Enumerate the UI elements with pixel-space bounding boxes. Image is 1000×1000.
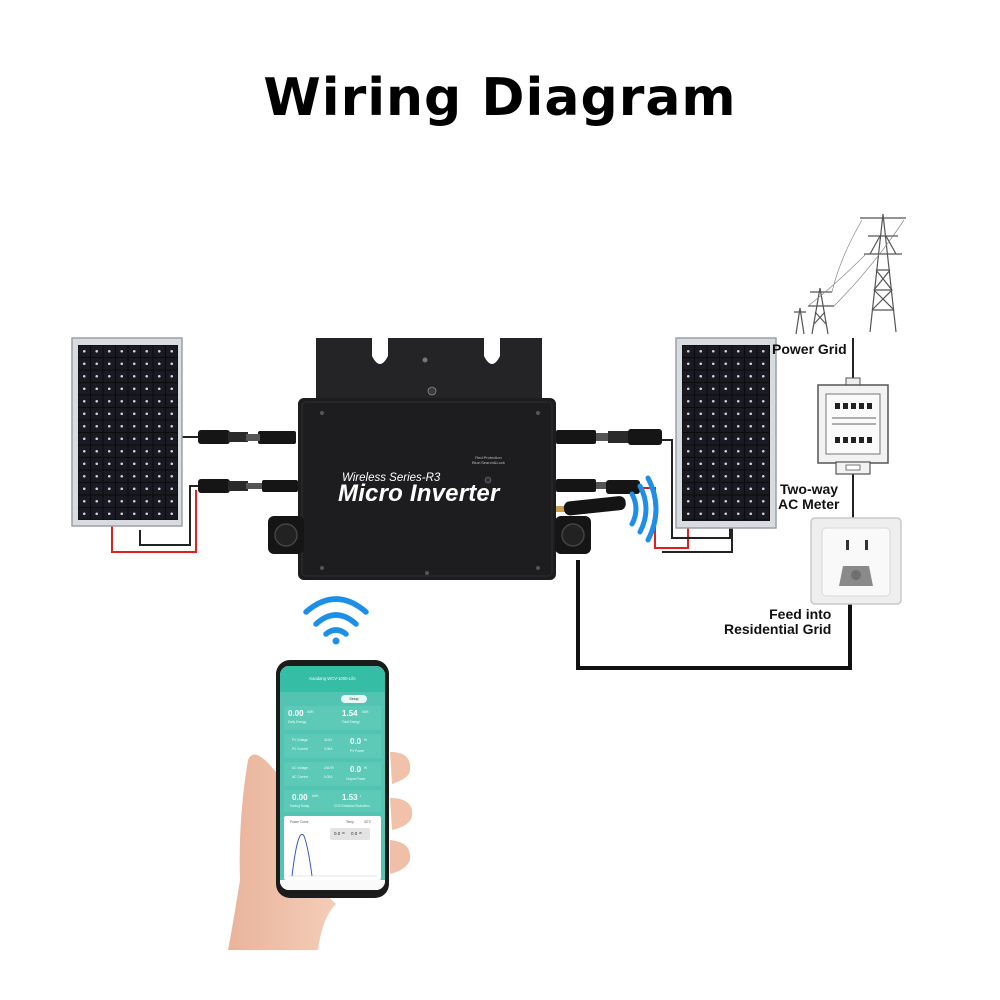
power-tower-icon — [794, 213, 906, 335]
saving-card: 0.00 kWh Saving Today 1.53 t CO2 Emissio… — [284, 790, 381, 812]
app-body: Setup 0.00 kWh Daily Energy 1.54 kWh Tot… — [280, 692, 385, 884]
smartphone-icon: Kandang WCV-1000-Life Setup 0.00 kWh Dai… — [276, 660, 389, 898]
electric-meter-icon — [817, 377, 889, 475]
pv-connector-icon — [198, 430, 298, 493]
wifi-icon — [629, 475, 659, 543]
solar-panel-icon — [675, 337, 777, 529]
curve-tooltip: 0.0 W 0.0 W — [330, 828, 370, 840]
diagram-title: Wiring Diagram — [263, 68, 737, 128]
setup-button[interactable]: Setup — [341, 695, 367, 703]
daily-energy-value: 0.00 — [288, 709, 304, 718]
ac-meter-label: Two-way AC Meter — [778, 481, 840, 512]
pv-connector-icon — [556, 429, 662, 494]
solar-panel-icon — [71, 337, 183, 527]
energy-card: 0.00 kWh Daily Energy 1.54 kWh Total Ene… — [284, 706, 381, 730]
wifi-icon — [303, 596, 369, 645]
wall-socket-icon — [810, 517, 902, 605]
power-curve-card: Power Curve Temp 33°C 0.0 W 0.0 W — [284, 816, 381, 880]
inverter-led-legend: Red:Protection Blue:Search&Lock — [472, 455, 505, 465]
inverter-series-label: Wireless Series-R3 — [342, 472, 441, 484]
power-curve-graph — [288, 833, 377, 877]
power-grid-label: Power Grid — [772, 341, 847, 357]
inverter-name-label: Micro Inverter — [338, 480, 500, 507]
phone-nav-bar — [280, 880, 385, 890]
ac-card: AC Voltage 246.9V AC Current 0.00A 0.0 W… — [284, 762, 381, 786]
total-energy-value: 1.54 — [342, 709, 358, 718]
micro-inverter — [268, 338, 591, 580]
ac-wire — [576, 338, 854, 670]
app-screen: Kandang WCV-1000-Life Setup 0.00 kWh Dai… — [280, 666, 385, 890]
pv-card: PV Voltage 42.6V PV Current 0.00A 0.0 W … — [284, 734, 381, 758]
antenna-icon — [556, 496, 626, 516]
app-header: Kandang WCV-1000-Life — [280, 666, 385, 692]
feed-grid-label: Feed into Residential Grid — [724, 606, 832, 637]
